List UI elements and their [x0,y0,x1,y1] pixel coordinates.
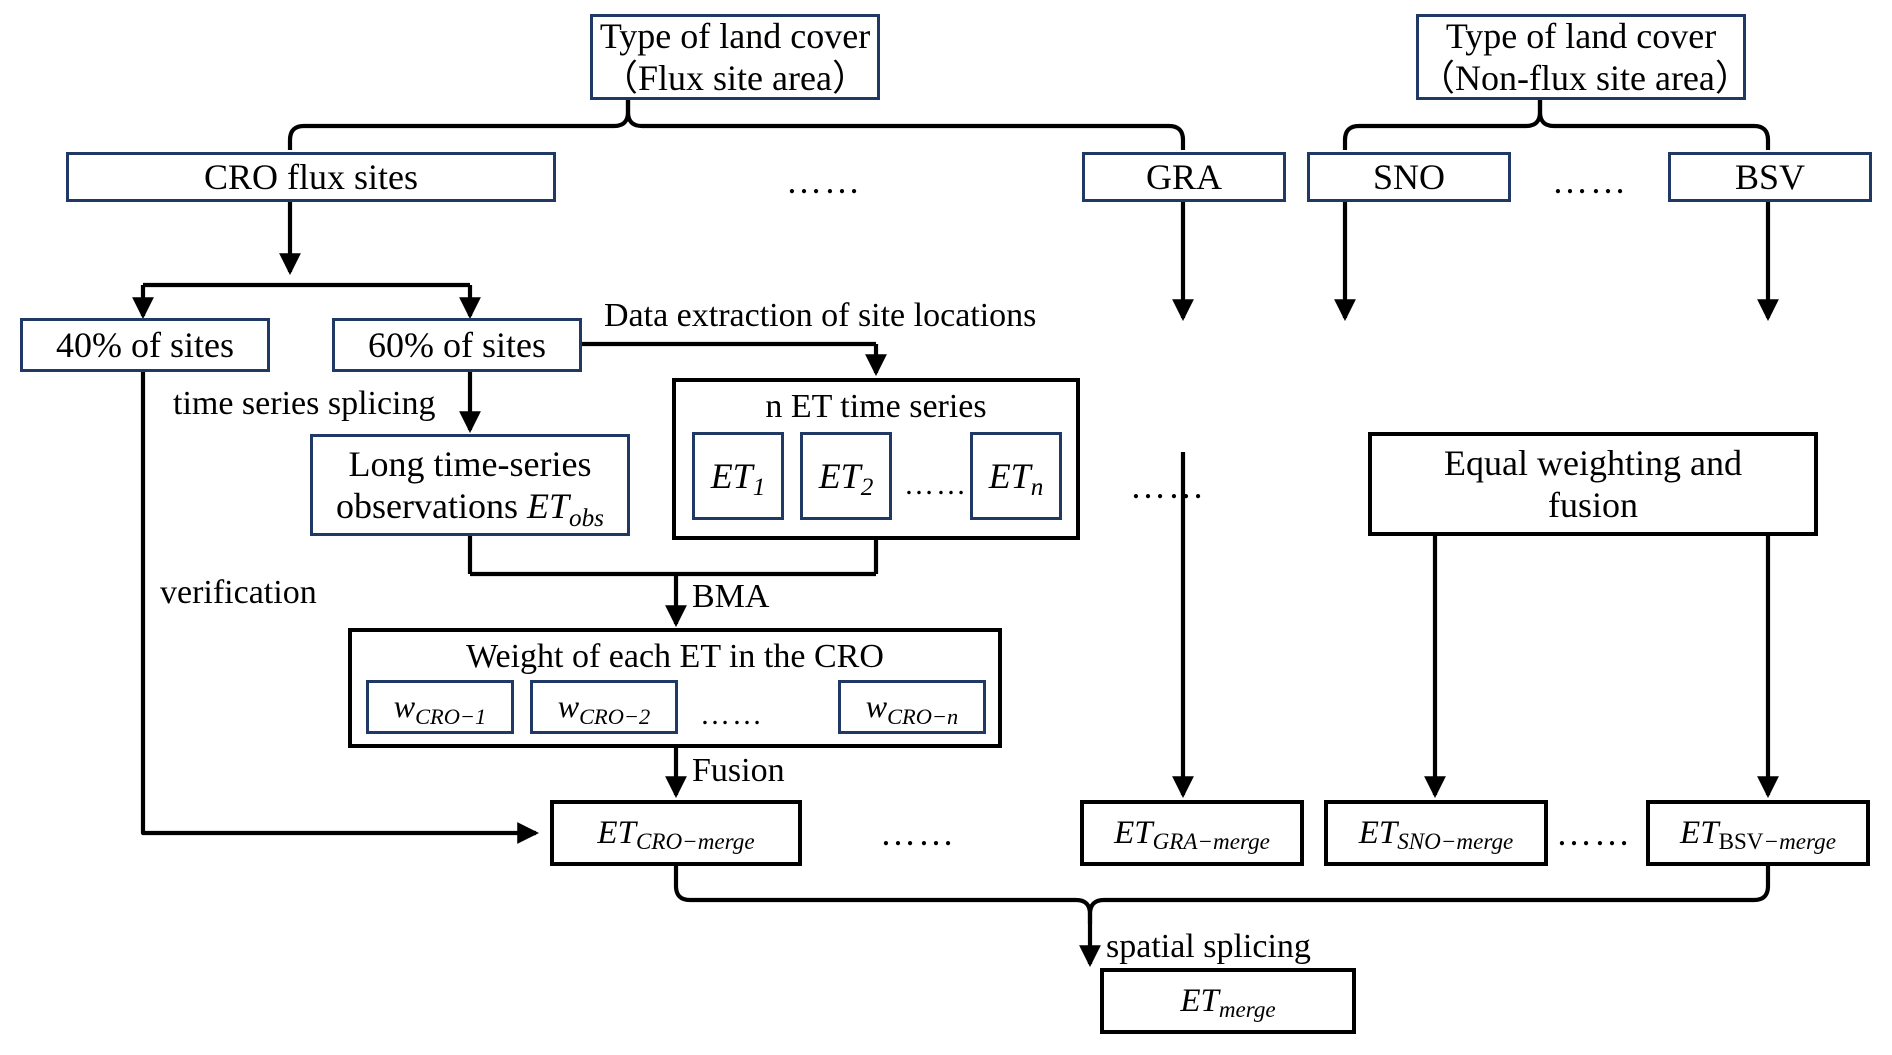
node-et2-sub: 2 [860,474,874,502]
node-sno[interactable]: SNO [1307,152,1511,202]
node-w2-sym: w [557,688,580,725]
node-w-cro-n[interactable]: wCRO−n [838,680,986,734]
node-wn-sub: CRO−n [887,703,959,729]
node-etcro-sub: CRO−merge [635,828,755,855]
ellipsis-weights: …… [700,698,764,731]
node-long-time-series-observations[interactable]: Long time-series observations ETobs [310,434,630,536]
node-eqw-line2: fusion [1548,485,1638,525]
node-wn-sym: w [865,688,888,725]
ellipsis-et-series: …… [904,468,968,501]
node-et1-sub: 1 [752,474,766,502]
node-cro-flux-sites[interactable]: CRO flux sites [66,152,556,202]
node-flux-line1: Type of land cover [599,15,871,56]
node-nonflux-line1: Type of land cover [1445,15,1717,56]
node-bsv[interactable]: BSV [1668,152,1872,202]
node-et-n[interactable]: ETn [970,432,1062,520]
node-etmerge-sym: ET [1180,982,1219,1019]
node-etn-sub: n [1030,474,1044,502]
node-40-percent-of-sites[interactable]: 40% of sites [20,318,270,372]
node-60-percent-of-sites[interactable]: 60% of sites [332,318,582,372]
node-et-sno-merge[interactable]: ETSNO−merge [1324,800,1548,866]
node-longobs-line1: Long time-series [348,443,592,484]
node-longobs-sym: ET [526,486,569,526]
node-etsno-sub: SNO−merge [1397,828,1514,855]
node-etn-sym: ET [988,455,1031,496]
node-et-gra-merge[interactable]: ETGRA−merge [1080,800,1304,866]
node-et-merge[interactable]: ETmerge [1100,968,1356,1034]
node-40-label: 40% of sites [56,324,234,365]
node-etsno-sym: ET [1358,814,1398,851]
node-etbsv-sub-upright: BSV [1718,828,1764,855]
ellipsis-top-row-right: …… [1552,161,1628,201]
group-et-title: n ET time series [765,388,987,425]
node-et-cro-merge[interactable]: ETCRO−merge [550,800,802,866]
node-etcro-sym: ET [597,814,636,851]
group-n-et-time-series: n ET time series ET1 ET2 …… ETn [672,378,1080,540]
node-etgra-sym: ET [1114,814,1153,851]
node-sno-label: SNO [1372,156,1446,197]
node-et2-sym: ET [818,455,861,496]
node-equal-weighting-and-fusion[interactable]: Equal weighting and fusion [1368,432,1818,536]
node-et-bsv-merge[interactable]: ETBSV−merge [1646,800,1870,866]
node-etbsv-sub-rest: −merge [1763,828,1836,855]
ellipsis-merge-row-left: …… [880,813,956,853]
node-w2-sub: CRO−2 [579,703,651,729]
ellipsis-merge-row-right: …… [1556,813,1632,853]
node-et-1[interactable]: ET1 [692,432,784,520]
node-cro-label: CRO flux sites [203,156,418,197]
node-eqw-line1: Equal weighting and [1444,442,1742,483]
group-weight-title: Weight of each ET in the CRO [466,638,884,675]
node-etgra-sub: GRA−merge [1152,828,1270,855]
node-w1-sym: w [393,688,416,725]
group-weight-of-each-et: Weight of each ET in the CRO wCRO−1 wCRO… [348,628,1002,748]
label-spatial-splicing: spatial splicing [1106,928,1311,965]
label-data-extraction-of-site-locations: Data extraction of site locations [604,297,1037,334]
node-longobs-sub: obs [568,504,604,532]
node-type-of-land-cover-flux[interactable]: Type of land cover （Flux site area） [590,14,880,100]
node-w-cro-1[interactable]: wCRO−1 [366,680,514,734]
node-w-cro-2[interactable]: wCRO−2 [530,680,678,734]
node-et1-sym: ET [710,455,753,496]
node-et-2[interactable]: ET2 [800,432,892,520]
ellipsis-top-row-left: …… [786,161,862,201]
node-nonflux-line2: （Non-flux site area） [1419,58,1751,98]
label-bma: BMA [692,578,770,615]
node-etmerge-sub: merge [1218,996,1276,1023]
node-longobs-line2-pre: observations [336,486,527,526]
node-60-label: 60% of sites [368,324,546,365]
node-gra[interactable]: GRA [1082,152,1286,202]
label-fusion: Fusion [692,752,785,789]
node-gra-label: GRA [1145,156,1222,197]
label-verification: verification [160,574,317,611]
node-bsv-label: BSV [1734,156,1806,197]
node-etbsv-sym: ET [1680,814,1719,851]
ellipsis-middle-column: …… [1130,466,1206,506]
node-type-of-land-cover-nonflux[interactable]: Type of land cover （Non-flux site area） [1416,14,1751,100]
node-flux-line2: （Flux site area） [602,58,868,98]
label-time-series-splicing: time series splicing [173,385,436,422]
node-w1-sub: CRO−1 [415,703,487,729]
